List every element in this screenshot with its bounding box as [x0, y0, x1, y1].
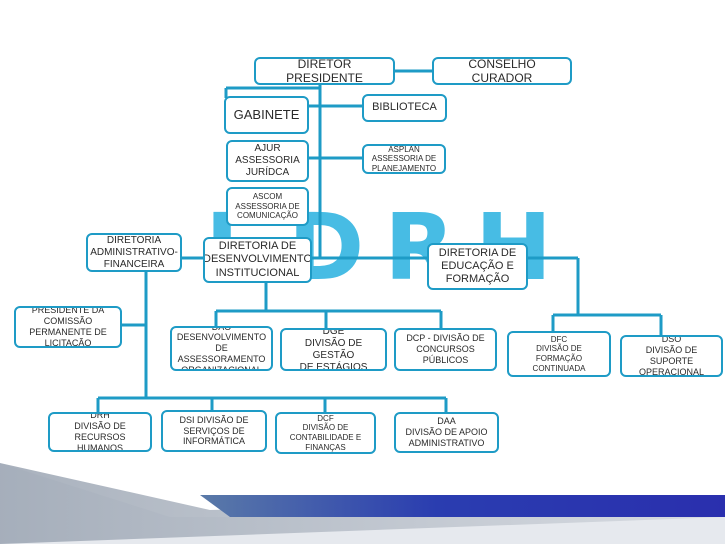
box-diretoria-educacao-formacao: DIRETORIA DE EDUCAÇÃO E FORMAÇÃO: [427, 243, 528, 290]
box-diretoria-desenvolvimento-institucional: DIRETORIA DE DESENVOLVIMENTO INSTITUCION…: [203, 237, 312, 283]
box-dge: DGE DIVISÃO DE GESTÃO DE ESTÁGIOS: [280, 328, 387, 371]
box-dcf: DCF DIVISÃO DE CONTABILIDADE E FINANÇAS: [275, 412, 376, 454]
box-ajur: AJUR ASSESSORIA JURÍDCA: [226, 140, 309, 182]
box-presidente-comissao-licitacao: PRESIDENTE DA COMISSÃO PERMANENTE DE LIC…: [14, 306, 122, 348]
box-drh: DRH DIVISÃO DE RECURSOS HUMANOS: [48, 412, 152, 452]
box-diretor-presidente: DIRETOR PRESIDENTE: [254, 57, 395, 85]
box-dcp: DCP - DIVISÃO DE CONCURSOS PÚBLICOS: [394, 328, 497, 371]
box-asplan: ASPLAN ASSESSORIA DE PLANEJAMENTO: [362, 144, 446, 174]
box-gabinete: GABINETE: [224, 96, 309, 134]
footer-decorative-band: [0, 463, 725, 544]
box-diretoria-administrativo-financeira: DIRETORIA ADMINISTRATIVO- FINANCEIRA: [86, 233, 182, 272]
box-daa: DAA DIVISÃO DE APOIO ADMINISTRATIVO: [394, 412, 499, 453]
box-ascom: ASCOM ASSESSORIA DE COMUNICAÇÃO: [226, 187, 309, 226]
box-conselho-curador: CONSELHO CURADOR: [432, 57, 572, 85]
box-dso: DSO DIVISÃO DE SUPORTE OPERACIONAL: [620, 335, 723, 377]
box-biblioteca: BIBLIOTECA: [362, 94, 447, 122]
box-dao: DAO DESENVOLVIMENTO DE ASSESSORAMENTO OR…: [170, 326, 273, 371]
box-dsi: DSI DIVISÃO DE SERVIÇOS DE INFORMÁTICA: [161, 410, 267, 452]
box-dfc: DFC DIVISÃO DE FORMAÇÃO CONTINUADA: [507, 331, 611, 377]
